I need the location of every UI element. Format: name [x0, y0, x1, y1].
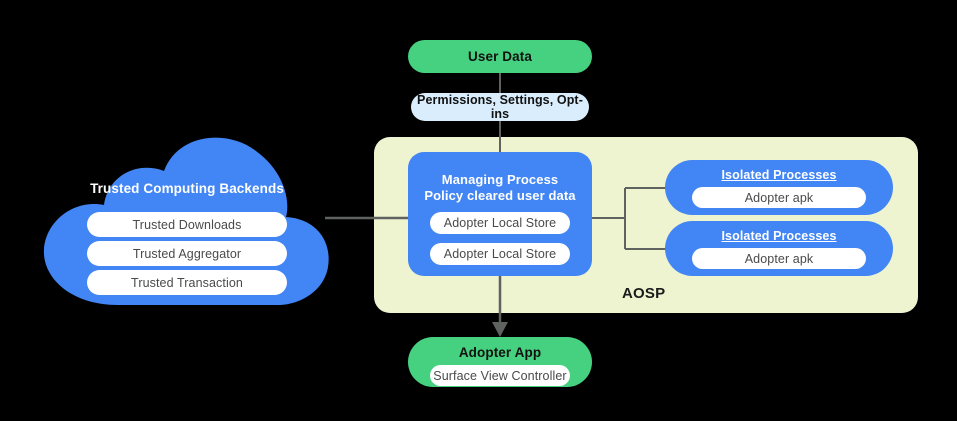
adopter-apk-pill-2[interactable]: Adopter apk — [692, 248, 866, 269]
cloud-item-label: Trusted Transaction — [131, 275, 243, 290]
permissions-settings-optins-box[interactable]: Permissions, Settings, Opt-ins — [411, 93, 589, 121]
isolated-process-box-1[interactable]: Isolated Processes Adopter apk — [665, 160, 893, 215]
adopter-apk-label: Adopter apk — [744, 251, 814, 266]
adopter-local-store-label: Adopter Local Store — [443, 247, 557, 261]
managing-process-title: Managing Process — [441, 172, 559, 187]
surface-view-controller-label: Surface View Controller — [433, 368, 567, 383]
cloud-item-label: Trusted Aggregator — [132, 246, 242, 261]
cloud-item-trusted-aggregator[interactable]: Trusted Aggregator — [87, 241, 287, 266]
isolated-process-box-2[interactable]: Isolated Processes Adopter apk — [665, 221, 893, 276]
managing-process-box[interactable]: Managing Process Policy cleared user dat… — [408, 152, 592, 276]
cloud-item-label: Trusted Downloads — [132, 217, 242, 232]
cloud-item-trusted-transaction[interactable]: Trusted Transaction — [87, 270, 287, 295]
isolated-process-title: Isolated Processes — [721, 229, 837, 243]
adopter-local-store-label: Adopter Local Store — [443, 216, 557, 230]
adopter-local-store-1[interactable]: Adopter Local Store — [430, 212, 570, 234]
adopter-app-box[interactable]: Adopter App Surface View Controller — [408, 337, 592, 387]
managing-process-subtitle: Policy cleared user data — [424, 188, 576, 203]
user-data-label: User Data — [468, 49, 532, 64]
adopter-apk-pill-1[interactable]: Adopter apk — [692, 187, 866, 208]
cloud-title: Trusted Computing Backends — [90, 181, 284, 196]
isolated-process-title: Isolated Processes — [721, 168, 837, 182]
adopter-apk-label: Adopter apk — [744, 190, 814, 205]
user-data-box[interactable]: User Data — [408, 40, 592, 73]
cloud-item-trusted-downloads[interactable]: Trusted Downloads — [87, 212, 287, 237]
adopter-local-store-2[interactable]: Adopter Local Store — [430, 243, 570, 265]
adopter-app-title: Adopter App — [458, 345, 542, 360]
permissions-label: Permissions, Settings, Opt-ins — [417, 93, 583, 121]
aosp-label: AOSP — [622, 285, 666, 302]
trusted-computing-backends-cloud[interactable]: Trusted Computing Backends Trusted Downl… — [42, 137, 332, 307]
surface-view-controller-pill[interactable]: Surface View Controller — [430, 365, 570, 386]
